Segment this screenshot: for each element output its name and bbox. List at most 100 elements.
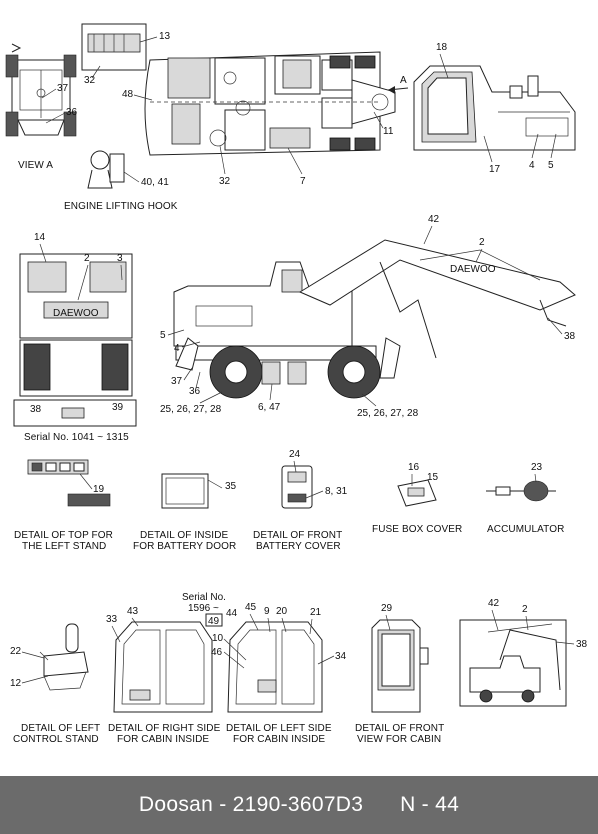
engine-lifting-hook-drawing — [87, 150, 125, 189]
caption-battery-door-1: DETAIL OF INSIDE — [140, 530, 229, 541]
caption-view-a: VIEW A — [18, 160, 53, 171]
detail-battery-cover — [281, 465, 313, 509]
view-a-drawing — [5, 43, 77, 137]
caption-battery-cover-1: DETAIL OF FRONT — [253, 530, 342, 541]
callout-40-41: 40, 41 — [141, 177, 169, 188]
footer-page-number: N - 44 — [400, 793, 460, 816]
caption-right-cabin-2: FOR CABIN INSIDE — [117, 734, 209, 745]
detail-boom-overview — [459, 619, 567, 707]
callout-49: 49 — [208, 616, 220, 627]
callout-38-overview: 38 — [576, 639, 588, 650]
machine-side-view-main — [173, 239, 576, 399]
callout-13: 13 — [159, 31, 171, 42]
callout-29: 29 — [381, 603, 393, 614]
caption-left-control-2: CONTROL STAND — [13, 734, 99, 745]
detail-battery-door — [161, 473, 223, 509]
decal-detail-13 — [81, 23, 147, 71]
callout-23: 23 — [531, 462, 543, 473]
callout-4-side: 4 — [174, 343, 180, 354]
arrow-a-label: A — [400, 75, 407, 86]
callout-19: 19 — [93, 484, 105, 495]
callout-3: 3 — [117, 253, 123, 264]
callout-15: 15 — [427, 472, 439, 483]
callout-12: 12 — [10, 678, 22, 689]
caption-front-cabin-2: VIEW FOR CABIN — [357, 734, 441, 745]
machine-side-view-top — [413, 65, 576, 151]
callout-17: 17 — [489, 164, 501, 175]
callout-46: 46 — [211, 647, 223, 658]
caption-left-cabin-2: FOR CABIN INSIDE — [233, 734, 325, 745]
callout-5: 5 — [548, 160, 554, 171]
callout-14: 14 — [34, 232, 46, 243]
detail-left-control-stand — [39, 623, 89, 691]
callout-24: 24 — [289, 449, 301, 460]
detail-accumulator — [486, 480, 556, 502]
footer-bar: Doosan - 2190-3607D3 N - 44 — [0, 776, 598, 834]
boom-brand-logo: DAEWOO — [450, 264, 496, 275]
callout-33: 33 — [106, 614, 118, 625]
caption-top-left-stand-1: DETAIL OF TOP FOR — [14, 530, 113, 541]
detail-front-cabin-view — [371, 619, 429, 713]
caption-right-cabin-1: DETAIL OF RIGHT SIDE — [108, 723, 221, 734]
callout-45: 45 — [245, 602, 257, 613]
callout-9: 9 — [264, 606, 270, 617]
callout-25-28-front: 25, 26, 27, 28 — [160, 404, 222, 415]
callout-4: 4 — [529, 160, 535, 171]
caption-serial-range: Serial No. 1041 ~ 1315 — [24, 432, 129, 443]
callout-39: 39 — [112, 402, 124, 413]
caption-battery-door-2: FOR BATTERY DOOR — [133, 541, 236, 552]
caption-left-control-1: DETAIL OF LEFT — [21, 723, 100, 734]
machine-rear-view — [13, 253, 137, 427]
footer-spacer — [363, 793, 400, 817]
callout-42-side: 42 — [428, 214, 440, 225]
callout-7: 7 — [300, 176, 306, 187]
callout-20: 20 — [276, 606, 288, 617]
caption-left-cabin-1: DETAIL OF LEFT SIDE — [226, 723, 332, 734]
callout-38-side: 38 — [564, 331, 576, 342]
callout-5-side: 5 — [160, 330, 166, 341]
callout-10: 10 — [212, 633, 224, 644]
machine-top-plan-view — [144, 51, 396, 156]
decal-location-drawing: 37 36 VIEW A 13 32 48 32 — [5, 23, 588, 745]
caption-front-cabin-1: DETAIL OF FRONT — [355, 723, 444, 734]
callout-44: 44 — [226, 608, 238, 619]
callout-36-view-a: 36 — [66, 107, 78, 118]
callout-25-28-rear: 25, 26, 27, 28 — [357, 408, 419, 419]
callout-2-side: 2 — [479, 237, 485, 248]
callout-16: 16 — [408, 462, 420, 473]
footer-separator: - — [213, 793, 233, 816]
caption-engine-lifting-hook: ENGINE LIFTING HOOK — [64, 201, 178, 212]
callout-37-view-a: 37 — [57, 83, 69, 94]
callout-43: 43 — [127, 606, 139, 617]
callout-18: 18 — [436, 42, 448, 53]
callout-37-side: 37 — [171, 376, 183, 387]
detail-top-left-stand — [27, 459, 111, 507]
callout-48: 48 — [122, 89, 134, 100]
callout-34: 34 — [335, 651, 347, 662]
callout-8-31: 8, 31 — [325, 486, 348, 497]
rear-brand-logo: DAEWOO — [53, 308, 99, 319]
detail-fuse-box-cover — [397, 479, 437, 507]
callout-38-rear: 38 — [30, 404, 42, 415]
callout-35: 35 — [225, 481, 237, 492]
callout-32-plan: 32 — [219, 176, 231, 187]
callout-6-47: 6, 47 — [258, 402, 281, 413]
callout-42-overview: 42 — [488, 598, 500, 609]
caption-accumulator: ACCUMULATOR — [487, 524, 564, 535]
serial-note-line-1: Serial No. — [182, 592, 226, 603]
footer-part-number: 2190-3607D3 — [232, 793, 364, 816]
callout-32-top: 32 — [84, 75, 96, 86]
detail-left-cabin-inside — [227, 621, 323, 713]
callout-2-overview: 2 — [522, 604, 528, 615]
caption-battery-cover-2: BATTERY COVER — [256, 541, 341, 552]
callout-36-side: 36 — [189, 386, 201, 397]
serial-note-line-2: 1596 ~ — [188, 603, 219, 614]
caption-top-left-stand-2: THE LEFT STAND — [22, 541, 106, 552]
detail-right-cabin-inside — [113, 621, 213, 713]
callout-21: 21 — [310, 607, 322, 618]
callout-22: 22 — [10, 646, 22, 657]
caption-fuse-box-cover: FUSE BOX COVER — [372, 524, 462, 535]
callout-11: 11 — [383, 126, 394, 137]
callout-2-rear: 2 — [84, 253, 90, 264]
